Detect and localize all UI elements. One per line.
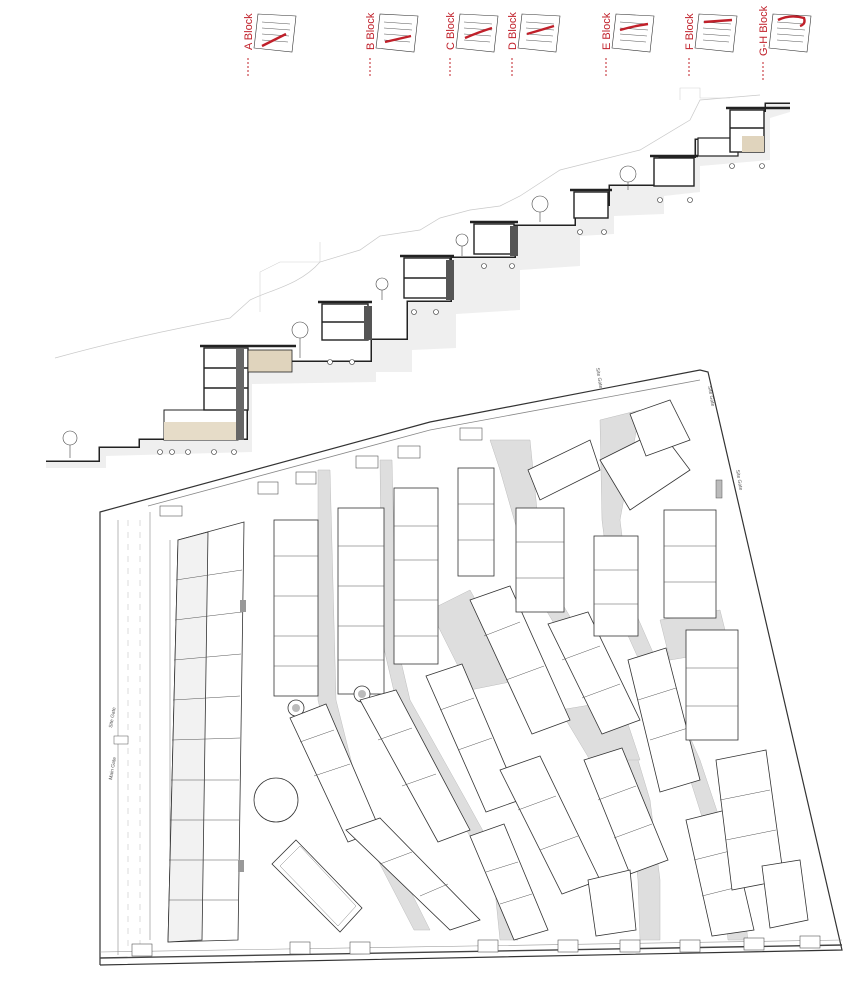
- plan-block-a: [167, 521, 246, 943]
- section-e-block: [570, 188, 612, 219]
- section-trees: [62, 165, 637, 458]
- section-gh-block: [697, 106, 790, 157]
- grid-markers: [157, 163, 765, 455]
- section-f-block: [650, 154, 698, 187]
- key-plan-row: A Block B Block C Block D Block: [243, 5, 812, 80]
- key-plan-c: C Block: [445, 12, 499, 78]
- site-boundary: [99, 369, 843, 966]
- gate-label-top-right: Site Gate: [706, 385, 716, 407]
- site-plan: Site Gate Main Gate Site Gate Site Gate …: [99, 367, 843, 966]
- plan-block-b: [273, 507, 481, 931]
- plan-block-d: [457, 467, 601, 895]
- key-plan-d: D Block: [507, 12, 561, 78]
- key-label-b: B Block: [365, 12, 377, 50]
- plan-block-f: [593, 429, 755, 937]
- key-label-d: D Block: [507, 12, 519, 50]
- key-plan-b: B Block: [365, 12, 419, 78]
- topo-context: [54, 94, 761, 359]
- section-a-block: [163, 344, 296, 441]
- gate-label-left-upper: Site Gate: [108, 707, 118, 729]
- gate-label-top: Site Gate: [594, 367, 604, 389]
- key-plan-a: A Block: [243, 13, 297, 78]
- key-label-a: A Block: [243, 13, 255, 50]
- site-section: [46, 87, 790, 468]
- key-label-c: C Block: [445, 12, 457, 50]
- gate-label-left-lower: Main Gate: [108, 756, 118, 780]
- sports-court: [271, 839, 363, 933]
- plan-block-e: [515, 439, 669, 937]
- section-c-block: [400, 254, 454, 300]
- key-label-gh: G-H Block: [758, 5, 770, 56]
- plan-block-gh: [629, 399, 809, 929]
- key-label-f: F Block: [684, 13, 696, 50]
- section-b-block: [318, 300, 372, 341]
- section-d-block: [470, 220, 518, 256]
- roundabout: [253, 777, 299, 823]
- key-plan-gh: G-H Block: [758, 5, 812, 80]
- key-label-e: E Block: [601, 12, 613, 50]
- key-plan-e: E Block: [601, 12, 655, 78]
- left-road: [117, 512, 171, 955]
- gate-label-right: Site Gate: [734, 469, 744, 491]
- plan-block-c: [393, 487, 549, 941]
- key-plan-f: F Block: [684, 13, 738, 78]
- boundary-stairs: [131, 427, 821, 957]
